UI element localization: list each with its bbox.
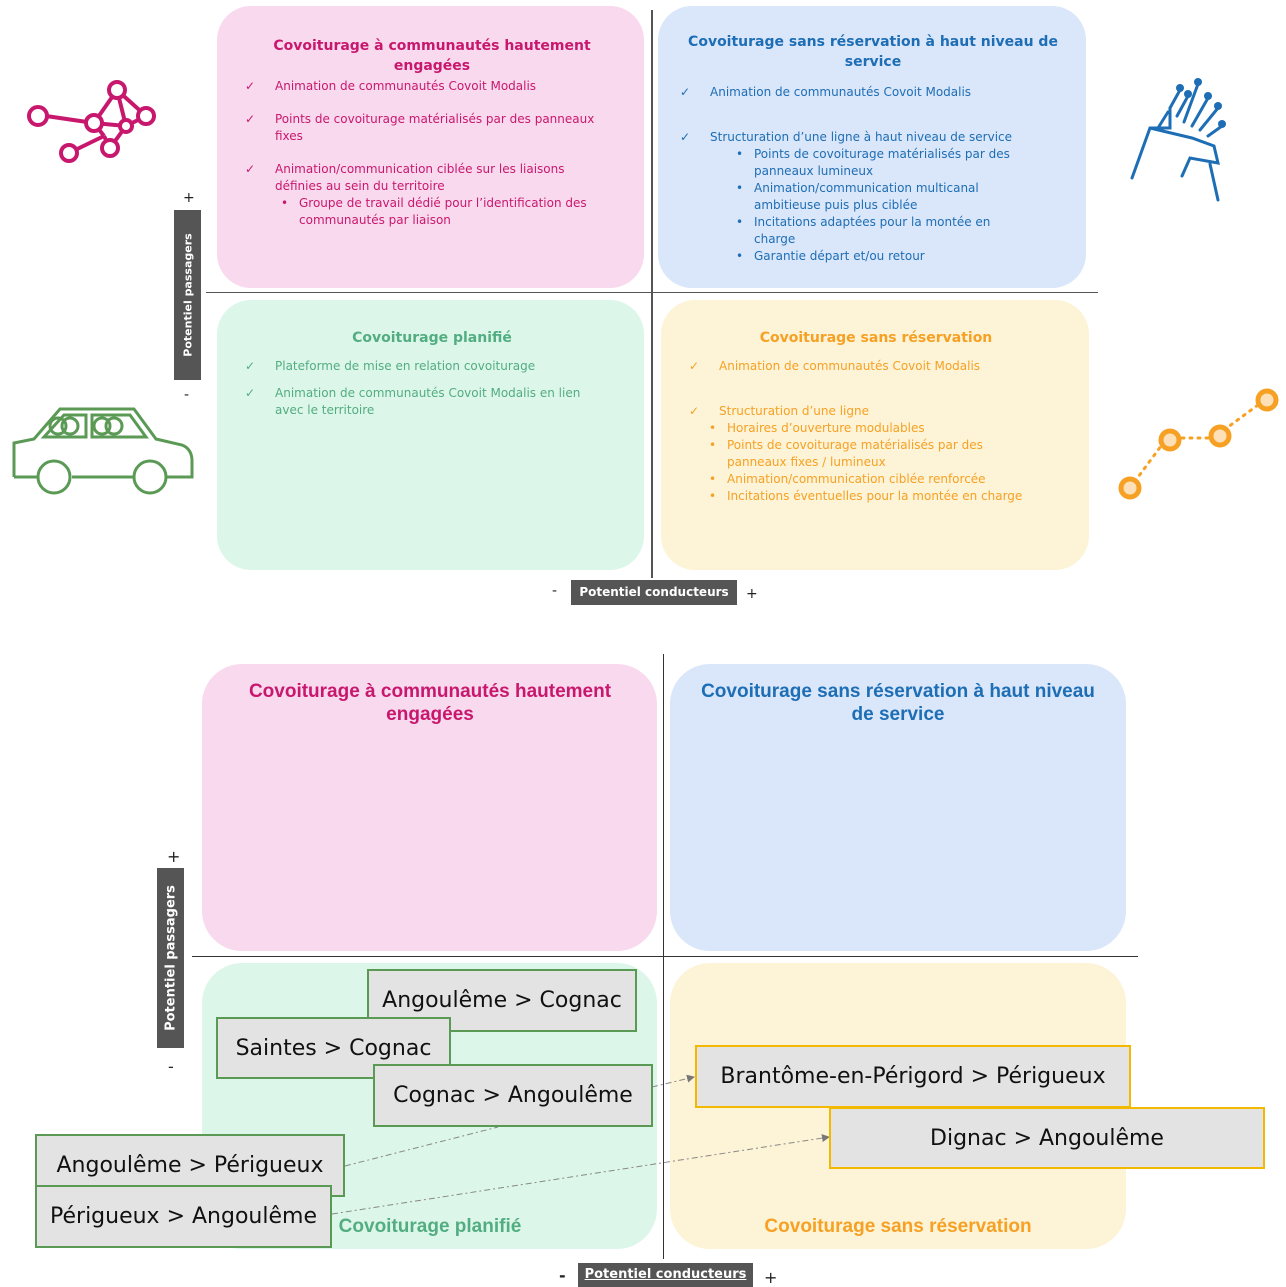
quadrant-list: ✓ Animation de communautés Covoit Modali… bbox=[245, 78, 615, 229]
list-item-text: Structuration d’une ligne à haut niveau … bbox=[710, 130, 1013, 144]
list-item-text: Animation/communication ciblée sur les l… bbox=[275, 162, 565, 193]
list-item-text: Structuration d’une ligne bbox=[719, 404, 869, 418]
bottom-y-axis-label: Potentiel passagers bbox=[157, 868, 184, 1048]
route-dots-icon bbox=[1118, 388, 1279, 500]
sub-item: • Animation/communication ciblée renforc… bbox=[703, 471, 1033, 488]
sub-item-text: Animation/communication multicanal ambit… bbox=[754, 181, 979, 212]
quadrant-list: ✓ Animation de communautés Covoit Modali… bbox=[680, 84, 1070, 265]
x-minus-sign: - bbox=[552, 583, 558, 599]
sub-item: • Points de covoiturage matérialisés par… bbox=[703, 437, 1033, 471]
sub-item: • Horaires d’ouverture modulables bbox=[703, 420, 1033, 437]
sub-item: • Points de covoiturage matérialisés par… bbox=[730, 146, 1030, 180]
list-item-text: Animation de communautés Covoit Modalis bbox=[275, 79, 537, 93]
route-box: Dignac > Angoulême bbox=[829, 1107, 1265, 1169]
quadrant-title: Covoiturage sans réservation bbox=[759, 330, 993, 346]
bullet-icon: • bbox=[736, 249, 744, 263]
check-icon: ✓ bbox=[245, 112, 256, 126]
quadrant-title: Covoiturage planifié bbox=[352, 330, 512, 346]
bullet-icon: • bbox=[736, 181, 744, 195]
y-plus-sign: + bbox=[183, 190, 195, 206]
check-icon: ✓ bbox=[245, 359, 256, 373]
list-item: ✓ Structuration d’une ligne bbox=[689, 403, 1079, 420]
list-item-text: Plateforme de mise en relation covoitura… bbox=[275, 359, 536, 373]
check-icon: ✓ bbox=[689, 404, 700, 418]
top-quadrant-high-service: Covoiturage sans réservation à haut nive… bbox=[658, 6, 1086, 288]
check-icon: ✓ bbox=[689, 359, 700, 373]
list-item-text: Animation de communautés Covoit Modalis bbox=[719, 359, 981, 373]
sub-item: • Incitations éventuelles pour la montée… bbox=[703, 488, 1033, 505]
check-icon: ✓ bbox=[245, 79, 256, 93]
top-quadrant-engaged-communities: Covoiturage à communautés hautement enga… bbox=[217, 6, 644, 288]
sub-item-text: Incitations éventuelles pour la montée e… bbox=[727, 489, 1023, 503]
bullet-icon: • bbox=[709, 421, 717, 435]
bottom-q3-title: Covoiturage planifié bbox=[338, 1216, 522, 1237]
check-icon: ✓ bbox=[245, 386, 256, 400]
sub-item-text: Incitations adaptées pour la montée en c… bbox=[754, 215, 991, 246]
bottom-q1-title: Covoiturage à communautés hautement enga… bbox=[248, 681, 612, 725]
check-icon: ✓ bbox=[245, 162, 256, 176]
bullet-icon: • bbox=[281, 196, 289, 210]
bottom-q4-title: Covoiturage sans réservation bbox=[764, 1216, 1032, 1237]
route-box: Cognac > Angoulême bbox=[373, 1064, 653, 1127]
top-quadrant-no-booking: Covoiturage sans réservation ✓ Animation… bbox=[661, 300, 1089, 570]
horizontal-axis-line bbox=[206, 292, 1098, 293]
bullet-icon: • bbox=[709, 438, 717, 452]
list-item: ✓ Structuration d’une ligne à haut nivea… bbox=[680, 129, 1070, 146]
list-item: ✓ Animation de communautés Covoit Modali… bbox=[245, 385, 605, 419]
sub-item-text: Garantie départ et/ou retour bbox=[754, 249, 925, 263]
bottom-x-plus-sign: + bbox=[764, 1268, 778, 1287]
sub-item-text: Horaires d’ouverture modulables bbox=[727, 421, 925, 435]
bullet-icon: • bbox=[709, 489, 717, 503]
bottom-x-axis-label: Potentiel conducteurs bbox=[578, 1263, 753, 1287]
bullet-icon: • bbox=[736, 147, 744, 161]
y-minus-sign: - bbox=[184, 387, 190, 403]
sub-item-text: Points de covoiturage matérialisés par d… bbox=[727, 438, 983, 469]
bottom-q2-title: Covoiturage sans réservation à haut nive… bbox=[701, 681, 1095, 725]
bottom-quadrant-high-service bbox=[670, 664, 1126, 951]
quadrant-list: ✓ Animation de communautés Covoit Modali… bbox=[689, 358, 1079, 505]
check-icon: ✓ bbox=[680, 85, 691, 99]
vertical-axis-line bbox=[651, 10, 653, 578]
x-plus-sign: + bbox=[746, 586, 758, 602]
sub-item: • Animation/communication multicanal amb… bbox=[730, 180, 1030, 214]
check-icon: ✓ bbox=[680, 130, 691, 144]
y-axis-label: Potentiel passagers bbox=[174, 210, 201, 380]
sub-item-text: Points de covoiturage matérialisés par d… bbox=[754, 147, 1010, 178]
route-box: Périgueux > Angoulême bbox=[35, 1185, 332, 1248]
sub-item-text: Groupe de travail dédié pour l’identific… bbox=[299, 196, 587, 227]
list-item: ✓ Animation/communication ciblée sur les… bbox=[245, 161, 615, 195]
list-item: ✓ Animation de communautés Covoit Modali… bbox=[245, 78, 615, 95]
list-item: ✓ Animation de communautés Covoit Modali… bbox=[689, 358, 1079, 375]
x-axis-label: Potentiel conducteurs bbox=[571, 580, 737, 605]
list-item-text: Points de covoiturage matérialisés par d… bbox=[275, 112, 595, 143]
quadrant-list: ✓ Plateforme de mise en relation covoitu… bbox=[245, 358, 605, 419]
sub-item: • Garantie départ et/ou retour bbox=[730, 248, 1030, 265]
bottom-y-plus-sign: + bbox=[167, 847, 181, 866]
sub-item: • Groupe de travail dédié pour l’identif… bbox=[275, 195, 599, 229]
top-quadrant-planned: Covoiturage planifié ✓ Plateforme de mis… bbox=[217, 300, 644, 570]
bottom-quadrant-engaged-communities bbox=[202, 664, 657, 951]
list-item: ✓ Plateforme de mise en relation covoitu… bbox=[245, 358, 605, 375]
bottom-x-minus-sign: - bbox=[559, 1266, 566, 1285]
list-item-text: Animation de communautés Covoit Modalis bbox=[710, 85, 972, 99]
bullet-icon: • bbox=[736, 215, 744, 229]
quadrant-title: Covoiturage à communautés hautement enga… bbox=[273, 38, 591, 74]
car-carpool-icon bbox=[12, 407, 194, 495]
bottom-y-minus-sign: - bbox=[168, 1057, 174, 1076]
fiber-optic-hand-icon bbox=[1130, 78, 1226, 202]
bullet-icon: • bbox=[709, 472, 717, 486]
route-box: Brantôme-en-Périgord > Périgueux bbox=[695, 1045, 1131, 1108]
sub-item: • Incitations adaptées pour la montée en… bbox=[730, 214, 1030, 248]
quadrant-title: Covoiturage sans réservation à haut nive… bbox=[688, 34, 1058, 70]
list-item: ✓ Animation de communautés Covoit Modali… bbox=[680, 84, 1070, 101]
sub-item-text: Animation/communication ciblée renforcée bbox=[727, 472, 986, 486]
bottom-horizontal-axis-line bbox=[192, 956, 1138, 957]
list-item-text: Animation de communautés Covoit Modalis … bbox=[275, 386, 581, 417]
list-item: ✓ Points de covoiturage matérialisés par… bbox=[245, 111, 615, 145]
network-nodes-icon bbox=[27, 80, 156, 163]
